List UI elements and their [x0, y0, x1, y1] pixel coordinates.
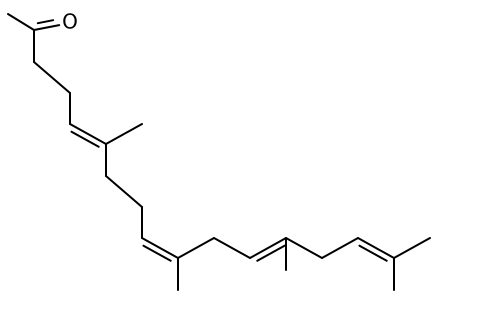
double-bond-inner-line — [36, 19, 55, 25]
oxygen-atom-label: O — [62, 10, 78, 34]
double-bond-outer-line — [69, 123, 107, 145]
bond-layer — [7, 13, 431, 291]
double-bond-inner-line — [256, 244, 286, 262]
double-bond-inner-line — [142, 244, 172, 262]
single-bond — [213, 237, 251, 259]
single-bond — [393, 237, 431, 259]
single-bond — [321, 237, 359, 259]
double-bond-outer-line — [249, 237, 287, 259]
double-bond-outer-line — [141, 237, 179, 259]
double-bond-inner-line — [70, 130, 100, 148]
single-bond — [105, 123, 143, 145]
single-bond — [33, 61, 71, 94]
double-bond-outer-line — [33, 24, 61, 31]
single-bond — [177, 237, 215, 259]
single-bond — [105, 175, 143, 208]
double-bond-outer-line — [357, 237, 395, 259]
single-bond — [7, 13, 35, 31]
single-bond — [285, 237, 323, 259]
double-bond-inner-line — [358, 244, 388, 262]
